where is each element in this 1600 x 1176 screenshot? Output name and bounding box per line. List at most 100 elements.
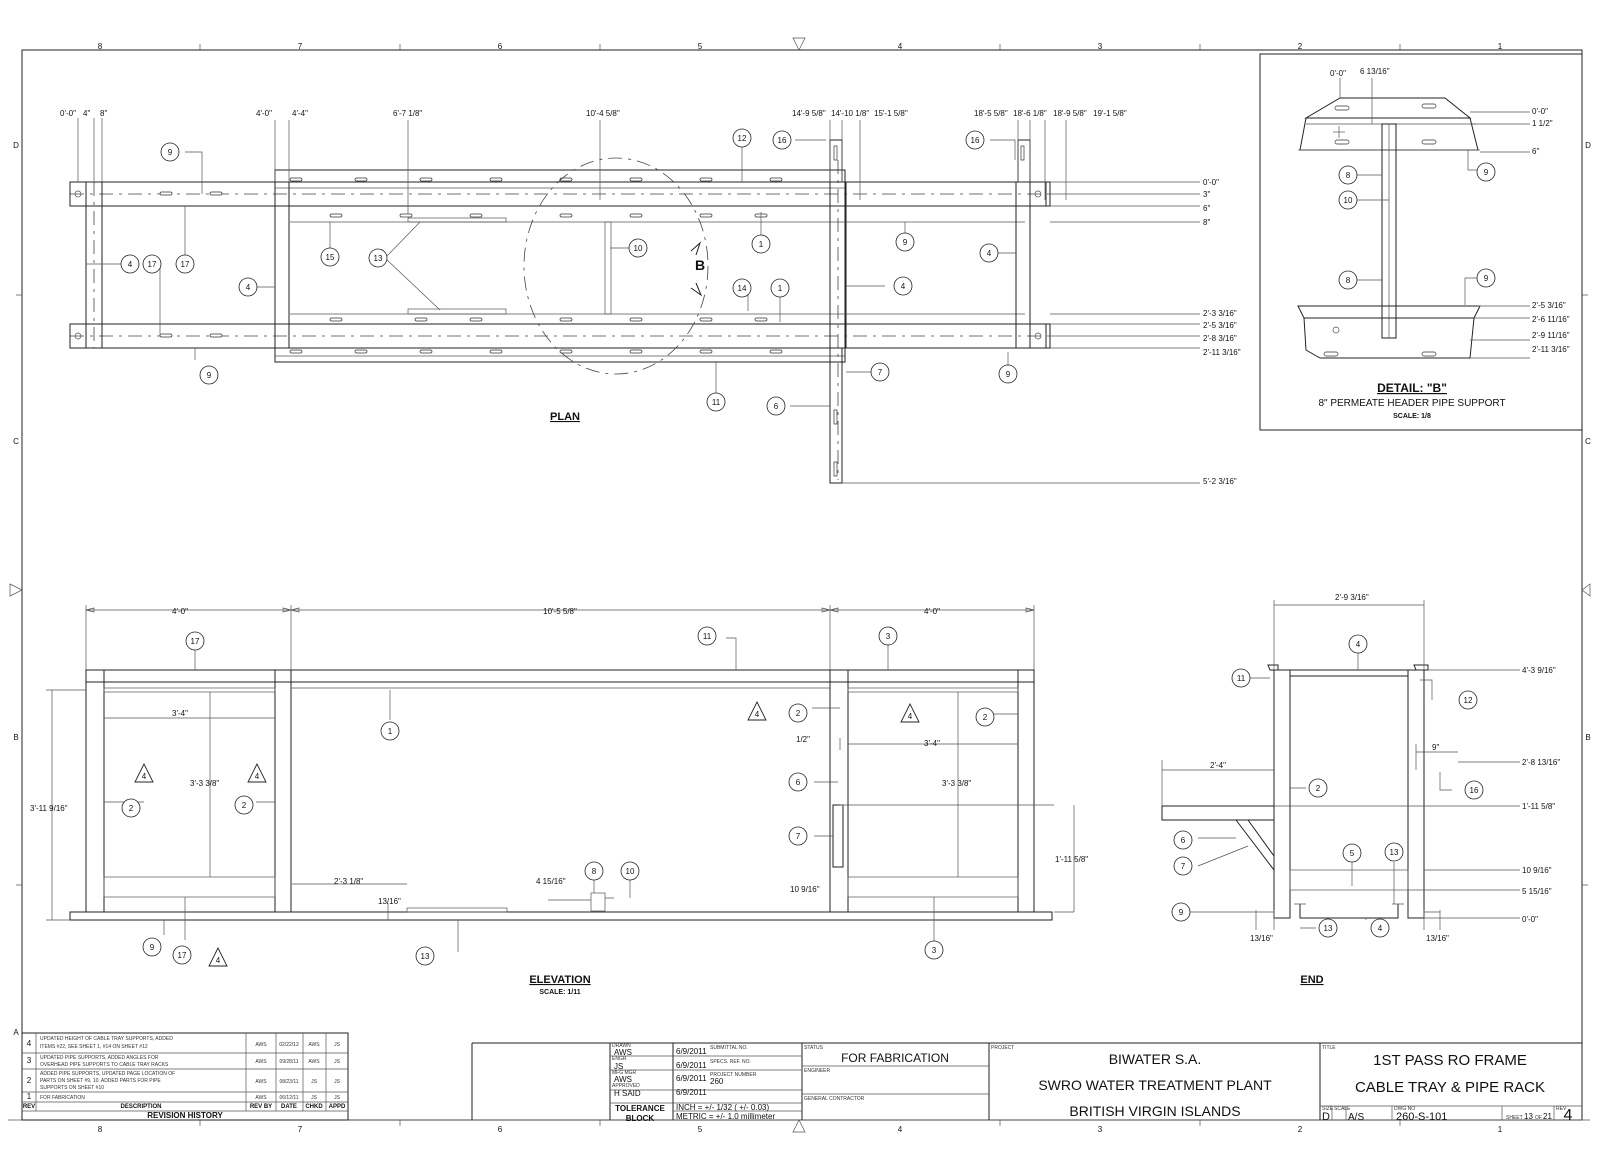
balloon-number: 17 bbox=[148, 260, 157, 269]
balloon-number: 11 bbox=[703, 632, 712, 641]
end-dim-r3: 1'-11 5/8" bbox=[1522, 802, 1555, 811]
end-dim-width: 2'-9 3/16" bbox=[1335, 593, 1369, 602]
rev-row0-rev: 4 bbox=[27, 1039, 32, 1048]
balloon-number: 6 bbox=[1181, 836, 1186, 845]
plan-dim-9: 15'-1 5/8" bbox=[874, 109, 908, 118]
tb-rev-label: REV bbox=[1556, 1106, 1567, 1112]
balloon-number: 4 bbox=[246, 283, 251, 292]
balloon-number: 11 bbox=[1237, 674, 1246, 683]
tb-mfg-label: MFG MGR bbox=[612, 1070, 637, 1076]
detail-balloon-9b: 9 bbox=[1476, 268, 1496, 288]
zone-col-1: 1 bbox=[1498, 42, 1503, 51]
balloon-number: 1 bbox=[778, 284, 783, 293]
elev-balloon-9: 9 bbox=[142, 937, 162, 957]
tb-engineer-label: ENGINEER bbox=[804, 1068, 831, 1074]
tb-approved-label: APPROVED bbox=[612, 1083, 640, 1089]
elevation-label: ELEVATION bbox=[529, 974, 590, 986]
elev-balloon-2b: 2 bbox=[975, 707, 995, 727]
end-view: 2'-9 3/16" 2'-4" 9" 13/16" 13/16" 4'-3 9… bbox=[1161, 593, 1560, 986]
plan-balloon-11: 11 bbox=[706, 392, 726, 412]
elev-dim-h-low: 10 9/16" bbox=[790, 885, 820, 894]
plan-balloon-9b: 9 bbox=[895, 232, 915, 252]
tb-gc-label: GENERAL CONTRACTOR bbox=[804, 1096, 865, 1102]
zone-col-2: 2 bbox=[1298, 42, 1303, 51]
zone-col-3-bottom: 3 bbox=[1098, 1125, 1103, 1134]
tb-scale: A/S bbox=[1348, 1112, 1364, 1123]
plan-rdim-7: 2'-11 3/16" bbox=[1203, 348, 1241, 357]
tb-drawn: AWS bbox=[614, 1048, 632, 1057]
end-dim-r4: 10 9/16" bbox=[1522, 866, 1552, 875]
tb-title-label: TITLE bbox=[1322, 1045, 1336, 1051]
elev-balloon-6: 6 bbox=[788, 772, 808, 792]
balloon-number: 9 bbox=[1179, 908, 1184, 917]
tb-of: 21 bbox=[1543, 1112, 1552, 1121]
rev-header-chkd: CHKD bbox=[305, 1104, 323, 1110]
elev-balloon-3a: 3 bbox=[878, 626, 898, 646]
rev-row3-by: AWS bbox=[255, 1095, 267, 1101]
rev-row1-rev: 3 bbox=[27, 1056, 32, 1065]
balloon-number: 10 bbox=[1344, 196, 1353, 205]
elev-balloon-2d: 2 bbox=[234, 795, 254, 815]
rev-row1-appd: JS bbox=[334, 1059, 341, 1065]
detail-rdim-2: 6" bbox=[1532, 147, 1539, 156]
tb-title-1: 1ST PASS RO FRAME bbox=[1373, 1052, 1527, 1069]
rev-row0-by: AWS bbox=[255, 1042, 267, 1048]
detail-subtitle: 8" PERMEATE HEADER PIPE SUPPORT bbox=[1318, 398, 1505, 409]
plan-dim-10: 18'-5 5/8" bbox=[974, 109, 1008, 118]
detail-balloon-8a: 8 bbox=[1338, 165, 1358, 185]
zone-col-5: 5 bbox=[698, 42, 703, 51]
elev-balloon-13: 13 bbox=[415, 946, 435, 966]
plan-dim-3: 4'-0" bbox=[256, 109, 272, 118]
elevation-scale: SCALE: 1/11 bbox=[539, 989, 580, 996]
end-dim-r6: 0'-0" bbox=[1522, 915, 1538, 924]
end-balloon-13a: 13 bbox=[1384, 842, 1404, 862]
elev-dim-small: 4 15/16" bbox=[536, 877, 566, 886]
elev-dim-gap: 13/16" bbox=[378, 897, 401, 906]
balloon-number: 4 bbox=[142, 772, 147, 781]
tb-project-number-label: PROJECT NUMBER bbox=[710, 1072, 757, 1078]
plan-balloon-4d: 4 bbox=[893, 276, 913, 296]
rev-row3-desc0: FOR FABRICATION bbox=[40, 1095, 85, 1101]
sheet-border bbox=[21, 49, 1583, 1121]
elev-rev-triangle-e: 4 bbox=[208, 946, 228, 967]
end-balloon-7: 7 bbox=[1173, 856, 1193, 876]
plan-rdim-2: 6" bbox=[1203, 204, 1210, 213]
elev-balloon-8: 8 bbox=[584, 861, 604, 881]
detail-title: DETAIL: "B" bbox=[1377, 381, 1447, 395]
plan-dim-11: 18'-6 1/8" bbox=[1013, 109, 1047, 118]
end-dim-g2: 13/16" bbox=[1426, 934, 1449, 943]
end-balloon-2: 2 bbox=[1308, 778, 1328, 798]
plan-balloon-4b: 4 bbox=[238, 277, 258, 297]
end-label: END bbox=[1300, 974, 1323, 986]
plan-balloon-12: 12 bbox=[732, 128, 752, 148]
elev-dim-x-pipe: 2'-3 1/8" bbox=[334, 877, 363, 886]
detail-rdim-3: 2'-5 3/16" bbox=[1532, 301, 1566, 310]
detail-scale: SCALE: 1/8 bbox=[1393, 413, 1431, 420]
zone-row-b-right: B bbox=[1585, 733, 1590, 742]
detail-b-callout-circle bbox=[523, 157, 709, 375]
rev-row2-desc2: SUPPORTS ON SHEET #10 bbox=[40, 1085, 104, 1091]
plan-dim-4: 4'-4" bbox=[292, 109, 308, 118]
plan-balloon-1b: 1 bbox=[770, 278, 790, 298]
rev-row0-date: 02/22/12 bbox=[279, 1042, 299, 1048]
tb-mfg: AWS bbox=[614, 1075, 632, 1084]
tb-specs-label: SPECS. REF. NO. bbox=[710, 1059, 751, 1065]
balloon-number: 12 bbox=[1464, 696, 1473, 705]
plan-balloon-14: 14 bbox=[732, 278, 752, 298]
detail-rdim-4: 2'-6 11/16" bbox=[1532, 315, 1570, 324]
elev-dim-w-inner-l: 3'-4" bbox=[172, 709, 188, 718]
end-balloon-9: 9 bbox=[1171, 902, 1191, 922]
balloon-number: 3 bbox=[932, 946, 937, 955]
balloon-number: 15 bbox=[326, 253, 335, 262]
balloon-number: 8 bbox=[592, 867, 597, 876]
elev-dim-half: 1/2" bbox=[796, 735, 810, 744]
balloon-number: 16 bbox=[778, 136, 787, 145]
zone-row-c-right: C bbox=[1585, 437, 1591, 446]
rev-row3-appd: JS bbox=[334, 1095, 341, 1101]
elev-balloon-11: 11 bbox=[697, 626, 717, 646]
balloon-number: 16 bbox=[971, 136, 980, 145]
centering-arrows bbox=[9, 37, 1591, 1133]
balloon-number: 9 bbox=[150, 943, 155, 952]
plan-balloon-7: 7 bbox=[870, 362, 890, 382]
revision-history-table: 4 UPDATED HEIGHT OF CABLE TRAY SUPPORTS,… bbox=[21, 1032, 349, 1121]
